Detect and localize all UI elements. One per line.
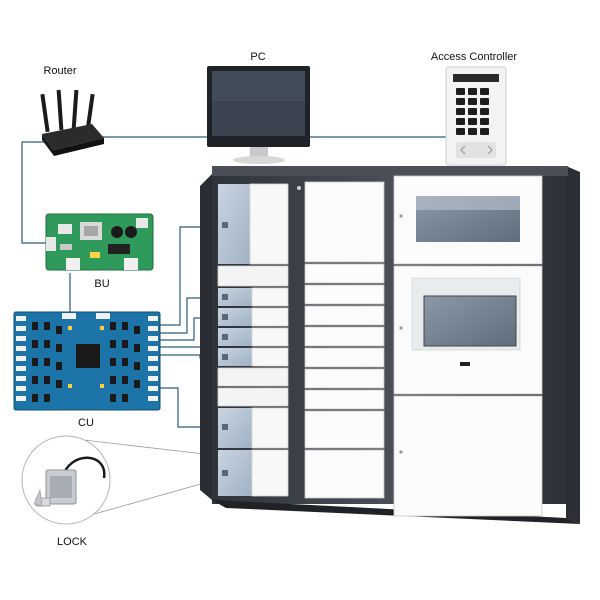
- router-label: Router: [43, 65, 76, 77]
- bu-label: BU: [94, 278, 109, 290]
- middle-column: [304, 181, 385, 499]
- bu-board-icon: [45, 213, 154, 271]
- access-controller-keypad-icon: [445, 66, 507, 166]
- left-column: [217, 183, 289, 497]
- cu-label: CU: [78, 417, 94, 429]
- router-icon: [40, 89, 104, 156]
- cu-board-icon: [13, 311, 161, 411]
- wire-router-bu: [21, 141, 46, 244]
- locker-cabinet: [200, 166, 580, 524]
- pc-monitor-icon: [207, 66, 310, 164]
- lock-icon: [21, 435, 111, 525]
- access-controller-label: Access Controller: [431, 51, 518, 63]
- lock-label: LOCK: [57, 536, 88, 548]
- right-column: [393, 175, 543, 517]
- pc-label: PC: [250, 51, 265, 63]
